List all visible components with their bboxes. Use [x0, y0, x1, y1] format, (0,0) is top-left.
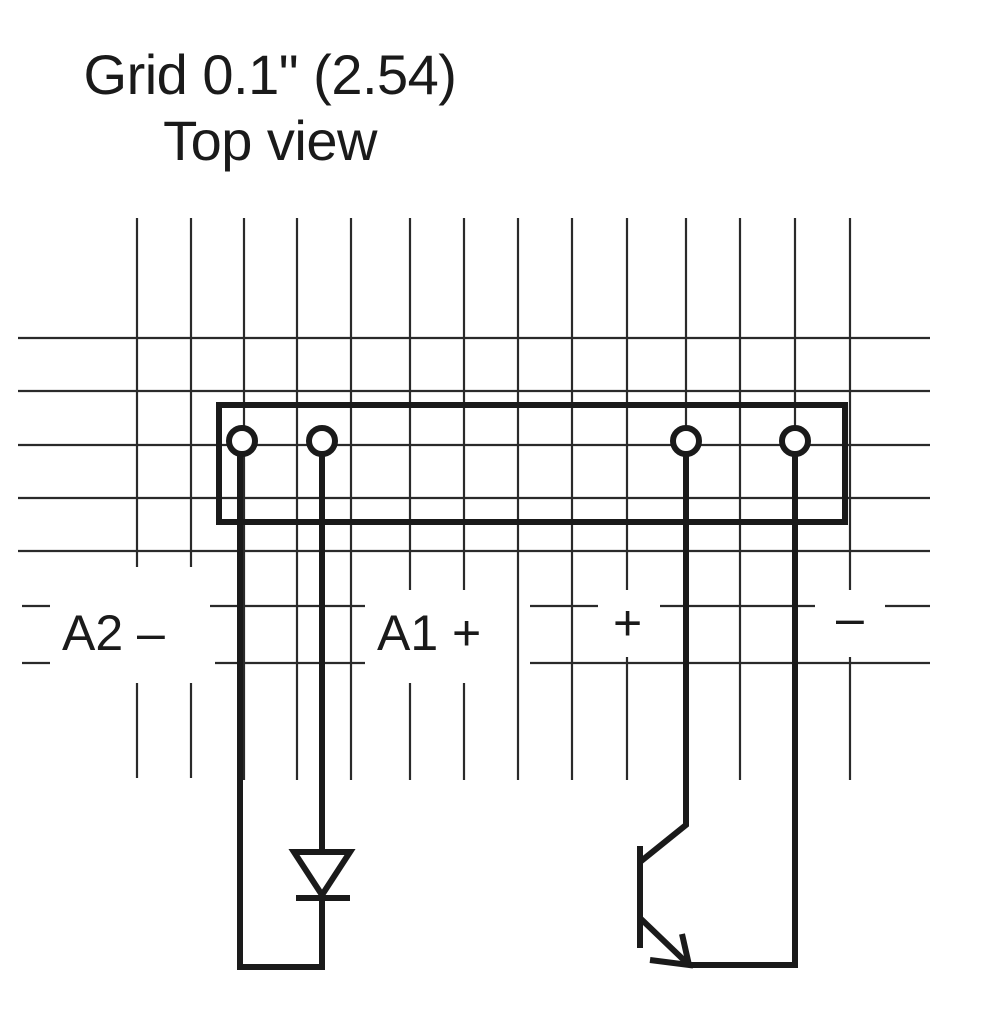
relay-body-outline: [216, 402, 848, 525]
pin-a1-icon: [306, 425, 338, 457]
transistor-circuit: [637, 455, 798, 969]
title-grid-spacing: Grid 0.1" (2.54): [83, 43, 457, 106]
emitter-arrow-icon: [649, 933, 693, 969]
pin-minus-icon: [779, 425, 811, 457]
diode-icon: [288, 849, 356, 901]
collector-wire: [638, 455, 689, 865]
pin-a2-icon: [226, 425, 258, 457]
label-a1: A1 +: [377, 605, 481, 661]
label-plus: +: [613, 595, 642, 651]
pin-plus-icon: [670, 425, 702, 457]
label-a2: A2 –: [62, 605, 165, 661]
coil-wire: [237, 455, 325, 970]
diode-circuit: [237, 455, 356, 970]
label-minus: –: [836, 590, 864, 646]
emitter-wire: [637, 915, 692, 968]
title-view: Top view: [163, 109, 377, 172]
diagram-title: Grid 0.1" (2.54) Top view: [0, 42, 540, 174]
grid-horizontal-lines: [18, 336, 930, 665]
pins: [226, 425, 811, 457]
emitter-return-wire: [689, 455, 798, 968]
